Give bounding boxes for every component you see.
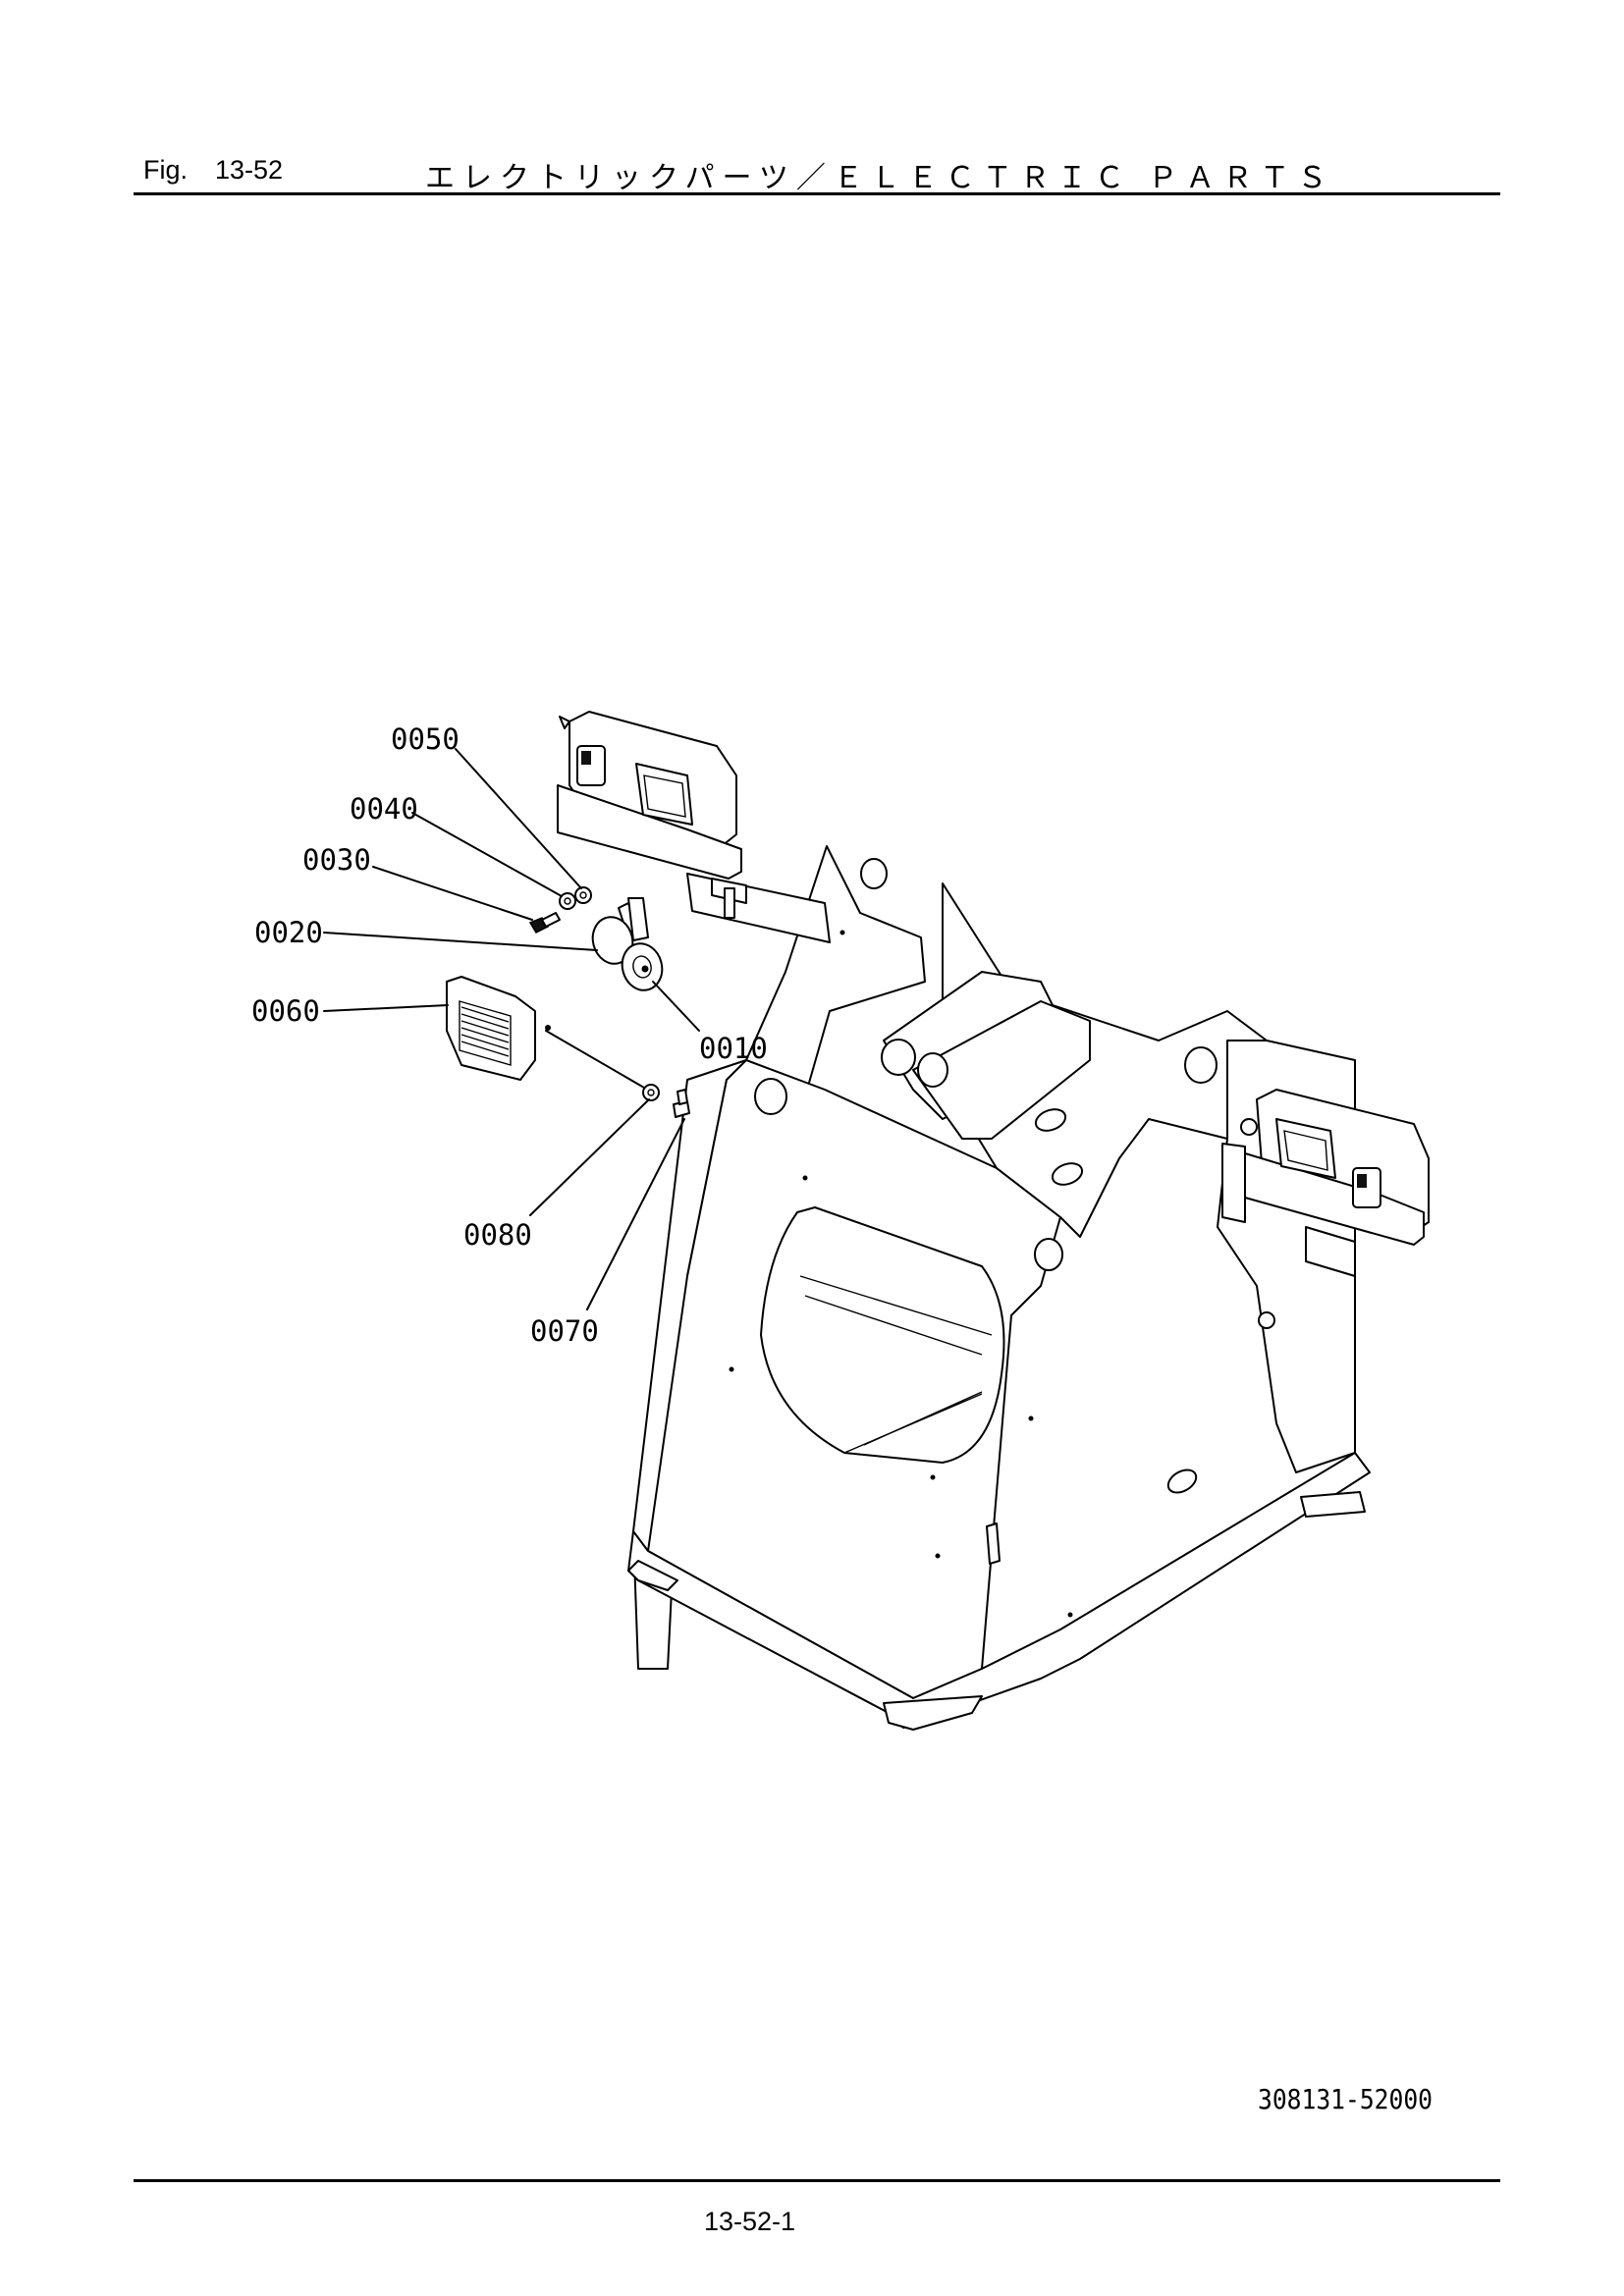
washer-0080 — [642, 1084, 660, 1101]
page-title: エレクトリックパーツ／ＥＬＥＣＴＲＩＣ ＰＡＲＴＳ — [425, 162, 1335, 194]
frame-right-plate — [942, 882, 1268, 1238]
bracket-lug-2 — [912, 1000, 1091, 1140]
washer-0050 — [574, 886, 592, 904]
header-rule — [134, 192, 1500, 195]
page-number: 13-52-1 — [704, 2207, 796, 2236]
drawing-number: 308131-52000 — [1258, 2083, 1434, 2115]
horn-0020 — [591, 916, 634, 965]
loader-frame — [627, 845, 1371, 1731]
callout-0080: 0080 — [463, 1218, 532, 1252]
pivot-hole-left — [754, 1078, 787, 1115]
callout-0070: 0070 — [530, 1314, 599, 1348]
pivot-hole-top — [860, 858, 888, 889]
left-work-lamp — [557, 711, 831, 943]
callout-0040: 0040 — [350, 792, 418, 826]
callout-0060: 0060 — [251, 994, 320, 1028]
frame-opening — [760, 1206, 1005, 1464]
callout-0030: 0030 — [302, 843, 371, 877]
base-foot-front — [883, 1695, 983, 1731]
right-work-lamp — [1221, 1089, 1430, 1329]
hardware-top — [528, 886, 592, 934]
horn-0010 — [621, 942, 664, 991]
callout-0050: 0050 — [391, 722, 460, 756]
pivot-hole-right — [1184, 1046, 1218, 1084]
figure-label: Fig. — [143, 155, 189, 185]
washer-0040 — [559, 892, 576, 910]
base-foot-left — [627, 1560, 678, 1591]
callout-0010: 0010 — [699, 1032, 768, 1065]
leader-lines — [323, 748, 700, 1310]
footer-rule — [134, 2179, 1500, 2182]
louver-cover-0060 — [446, 976, 551, 1081]
callout-0020: 0020 — [254, 916, 323, 949]
hardware-bottom — [642, 1084, 690, 1118]
figure-number: 13-52 — [215, 155, 284, 185]
frame-base — [627, 1452, 1371, 1729]
horn-assembly — [591, 887, 735, 991]
pivot-hole-center — [1034, 1238, 1063, 1271]
